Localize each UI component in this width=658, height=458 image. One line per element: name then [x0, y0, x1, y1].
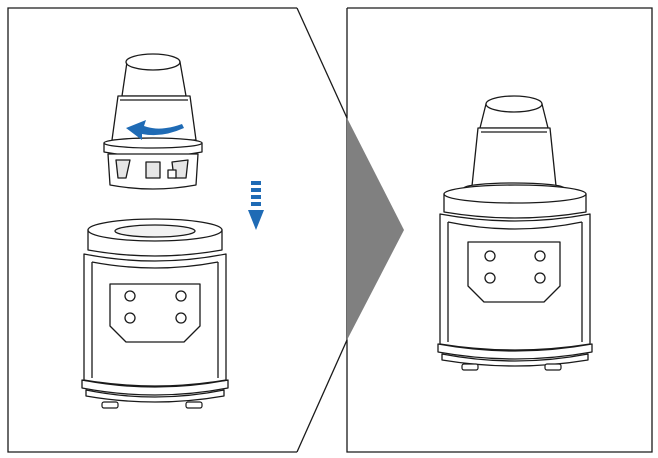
down-arrow-icon	[248, 181, 264, 230]
step2-illustration	[437, 95, 593, 371]
blender-cup	[103, 53, 203, 190]
transition-arrow-icon	[347, 118, 404, 340]
fold-line-lower	[296, 339, 348, 453]
fold-line-upper	[296, 7, 348, 119]
step1-illustration	[81, 53, 264, 409]
rotate-arrow-icon	[126, 120, 184, 140]
assembled-motor-base	[437, 184, 593, 367]
motor-base	[81, 218, 229, 403]
left-panel-frame	[7, 7, 297, 453]
